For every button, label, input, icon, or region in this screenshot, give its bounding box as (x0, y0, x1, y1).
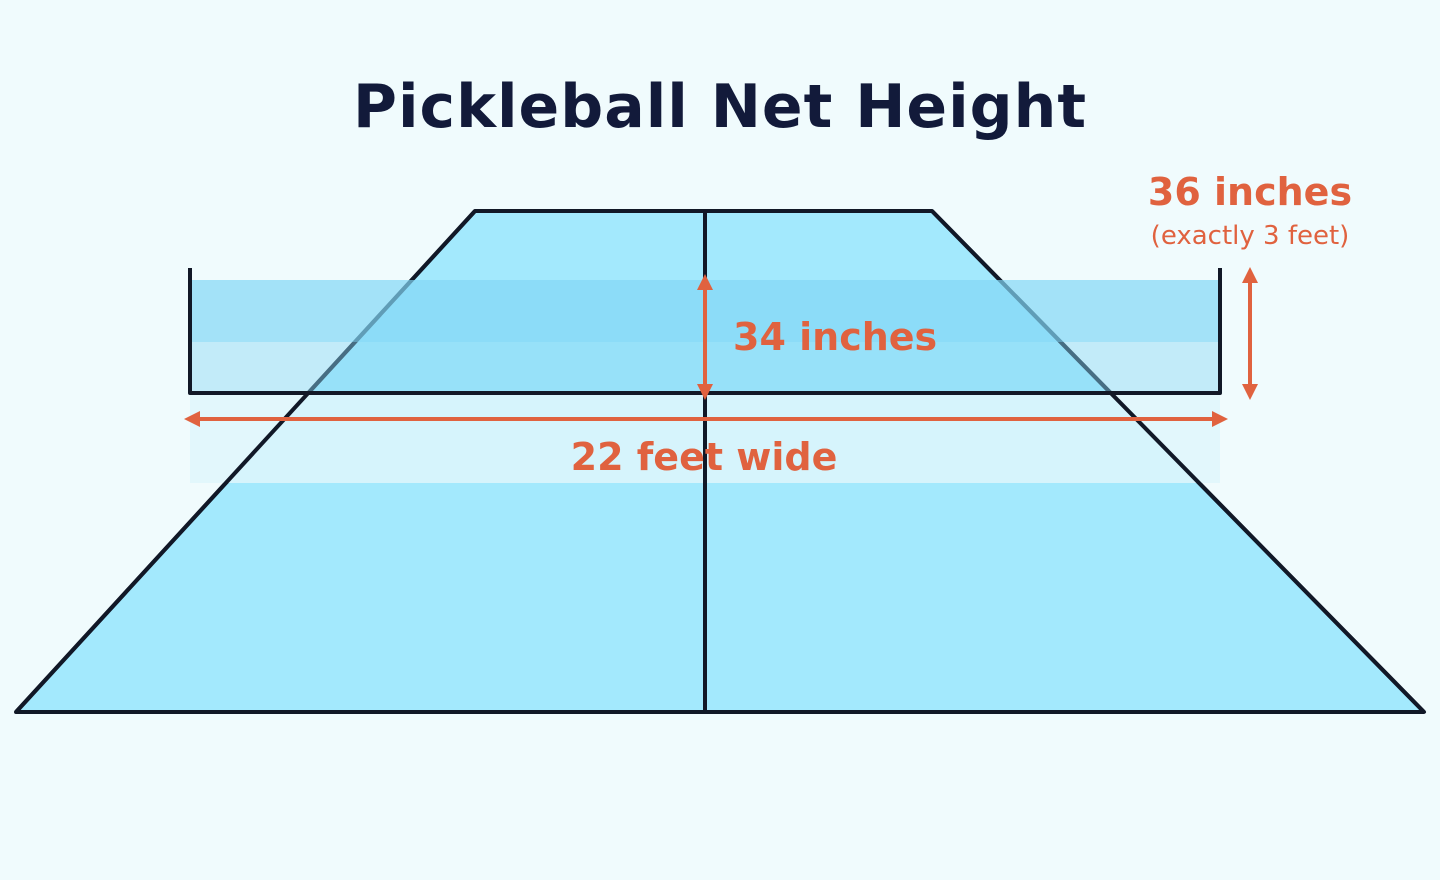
post-height-label: 36 inches (1148, 170, 1352, 214)
court-right-edge (930, 209, 1426, 714)
post-height-note: (exactly 3 feet) (1151, 221, 1350, 251)
diagram-title: Pickleball Net Height (352, 72, 1088, 142)
center-height-label: 34 inches (733, 315, 937, 359)
net-width-label: 22 feet wide (571, 435, 838, 479)
court-left-edge (14, 209, 477, 714)
